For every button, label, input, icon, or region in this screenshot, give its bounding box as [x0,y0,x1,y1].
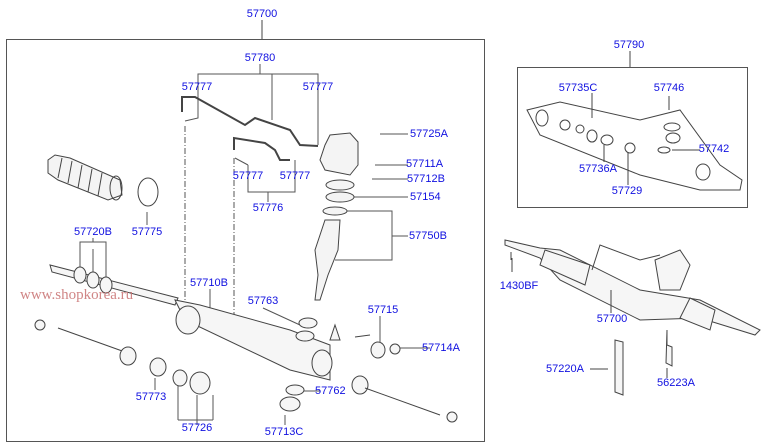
boot-drawing [47,154,159,207]
label-57700-assembly[interactable]: 57700 [596,313,628,325]
label-57777[interactable]: 57777 [279,170,311,182]
label-57715[interactable]: 57715 [367,304,399,316]
label-57750b[interactable]: 57750B [409,230,447,242]
label-57729[interactable]: 57729 [611,185,643,197]
label-57712b[interactable]: 57712B [407,173,445,185]
label-57735c[interactable]: 57735C [558,82,598,94]
assembly-view-drawing [504,239,761,396]
label-57746[interactable]: 57746 [653,82,685,94]
label-1430bf[interactable]: 1430BF [499,280,539,292]
label-57700[interactable]: 57700 [246,8,278,20]
label-57710b[interactable]: 57710B [190,277,228,289]
label-57742[interactable]: 57742 [698,143,730,155]
seal-kit-drawing [526,93,743,191]
leader-lines [79,64,430,425]
rack-housing-drawing [34,264,458,423]
label-57762[interactable]: 57762 [315,385,346,397]
label-57790[interactable]: 57790 [613,39,645,51]
label-57713c[interactable]: 57713C [264,426,304,438]
label-57776[interactable]: 57776 [252,202,284,214]
label-57775[interactable]: 57775 [131,226,163,238]
seal-kit-frame [517,67,748,208]
main-assembly-frame [6,39,485,442]
label-57220a[interactable]: 57220A [546,363,584,375]
watermark: www.shopkorea.ru [20,287,134,303]
hose-drawing [181,96,319,161]
label-57780[interactable]: 57780 [244,52,276,64]
label-57763[interactable]: 57763 [247,295,279,307]
label-57777[interactable]: 57777 [181,81,213,93]
label-57773[interactable]: 57773 [135,391,167,403]
valve-body-drawing [314,132,359,301]
label-57714a[interactable]: 57714A [422,342,460,354]
label-57711a[interactable]: 57711A [406,158,444,170]
label-57154[interactable]: 57154 [410,191,441,203]
label-57736a[interactable]: 57736A [579,163,617,175]
label-57720b[interactable]: 57720B [74,226,112,238]
label-56223a[interactable]: 56223A [657,377,695,389]
label-57725a[interactable]: 57725A [410,128,448,140]
label-57777[interactable]: 57777 [232,170,264,182]
label-57777[interactable]: 57777 [302,81,334,93]
label-57726[interactable]: 57726 [181,422,213,434]
